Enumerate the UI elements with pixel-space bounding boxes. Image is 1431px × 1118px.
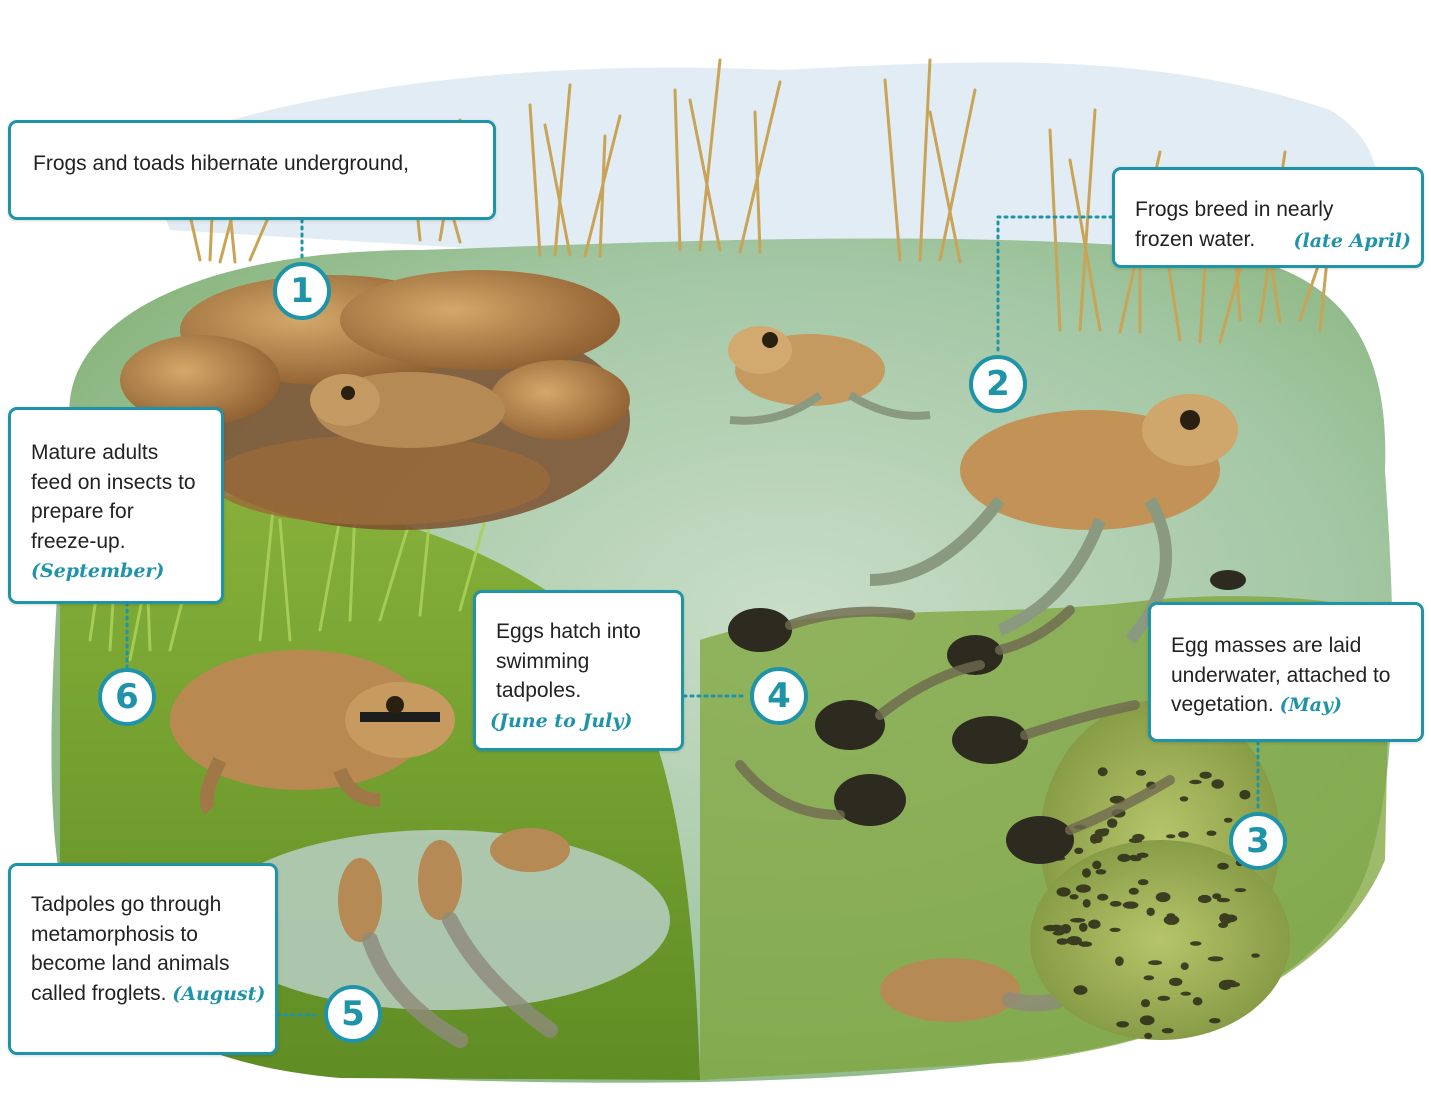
egg-spot: [1200, 772, 1212, 779]
egg-spot: [1158, 996, 1171, 1001]
egg-spot: [1066, 936, 1082, 945]
callout-stage-5: Tadpoles go through metamorphosis to bec…: [8, 863, 278, 1055]
egg-spot: [1144, 1033, 1152, 1039]
egg-spot: [1136, 770, 1146, 776]
egg-spot: [1140, 1015, 1155, 1025]
stage-5-number-badge: 5: [324, 985, 382, 1043]
egg-spot: [1251, 953, 1260, 957]
egg-spot: [1181, 962, 1189, 970]
egg-spot: [1198, 895, 1212, 903]
egg-spot: [1117, 854, 1130, 862]
egg-spot: [1053, 931, 1065, 936]
egg-spot: [1148, 960, 1162, 965]
egg-spot: [1079, 923, 1088, 932]
egg-spot: [1224, 818, 1233, 823]
stage-3-time: (May): [1280, 694, 1342, 716]
egg-spot: [1219, 913, 1230, 923]
egg-spot: [1070, 894, 1079, 899]
egg-spot: [1209, 1018, 1221, 1023]
egg-spot: [1123, 901, 1139, 908]
egg-spot: [1096, 869, 1107, 874]
stage-3-number-badge: 3: [1229, 812, 1287, 870]
egg-spot: [1190, 941, 1202, 946]
egg-spot: [1074, 848, 1083, 854]
egg-spot: [1211, 779, 1224, 788]
egg-spot: [1107, 818, 1117, 828]
egg-spot: [1110, 901, 1122, 907]
egg-masses: [1030, 700, 1290, 1040]
egg-spot: [1178, 831, 1189, 838]
egg-spot: [1239, 790, 1250, 800]
egg-spot: [1167, 913, 1176, 917]
egg-spot: [1082, 868, 1091, 877]
egg-spot: [1219, 980, 1232, 990]
egg-spot: [1217, 863, 1229, 870]
callout-stage-2: Frogs breed in nearly frozen water. (lat…: [1112, 167, 1424, 268]
egg-spot: [1088, 920, 1100, 929]
stage-2-number-badge: 2: [969, 355, 1027, 413]
callout-stage-1: Frogs and toads hibernate underground,: [8, 120, 496, 220]
egg-spot: [1083, 899, 1091, 908]
egg-spot: [1189, 780, 1201, 784]
egg-spot: [1110, 928, 1121, 932]
egg-spot: [1043, 925, 1058, 931]
egg-spot: [1180, 796, 1189, 801]
stage-4-number-badge: 4: [750, 667, 808, 725]
stage-4-text: Eggs hatch into swimming tadpoles.: [496, 617, 666, 706]
egg-spot: [1057, 938, 1069, 945]
egg-spot: [1074, 985, 1088, 995]
stage-2-time: (late April): [1294, 227, 1411, 257]
egg-spot: [1235, 888, 1247, 892]
egg-spot: [1116, 1021, 1129, 1027]
egg-spot: [1115, 956, 1124, 966]
egg-spot: [1208, 956, 1224, 961]
egg-spot: [1101, 828, 1110, 833]
egg-spot: [1129, 888, 1139, 895]
stage-6-number-badge: 6: [98, 668, 156, 726]
egg-spot: [1097, 894, 1108, 901]
egg-spot: [1181, 992, 1192, 996]
stage-4-time: (June to July): [490, 710, 632, 732]
egg-spot: [1141, 999, 1150, 1007]
callout-stage-3: Egg masses are laid underwater, attached…: [1148, 602, 1424, 742]
egg-spot: [1092, 861, 1101, 870]
egg-spot: [1144, 975, 1155, 980]
egg-spot: [1070, 918, 1085, 923]
egg-spot: [1138, 879, 1149, 885]
egg-spot: [1090, 834, 1099, 844]
egg-spot: [1193, 997, 1203, 1005]
egg-spot: [1057, 887, 1071, 896]
stage-1-number-badge: 1: [273, 262, 331, 320]
egg-spot: [1166, 834, 1175, 838]
callout-stage-6: Mature adults feed on insects to prepare…: [8, 407, 224, 604]
egg-spot: [1147, 908, 1155, 916]
egg-spot: [1129, 838, 1142, 843]
callout-stage-4: Eggs hatch into swimming tadpoles. (June…: [473, 590, 684, 751]
egg-spot: [1169, 978, 1182, 986]
egg-spot: [1076, 884, 1091, 892]
stage-5-time: (August): [172, 983, 265, 1005]
egg-spot: [1162, 1028, 1174, 1033]
stage-6-time: (September): [31, 560, 164, 582]
egg-spot: [1212, 893, 1221, 899]
egg-spot: [1156, 892, 1171, 902]
stage-6-text: Mature adults feed on insects to prepare…: [31, 438, 201, 556]
stage-1-text: Frogs and toads hibernate underground,: [33, 152, 409, 175]
egg-spot: [1207, 831, 1217, 836]
egg-spot: [1098, 767, 1108, 776]
